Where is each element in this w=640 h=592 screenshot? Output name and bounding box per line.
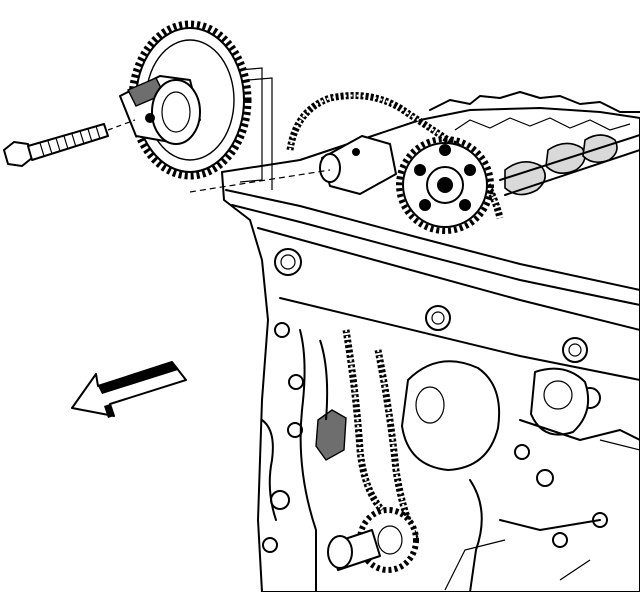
camshaft-phaser-icon — [119, 75, 201, 145]
camshaft-nose-icon — [189, 135, 397, 195]
crankshaft-sprocket-icon — [327, 507, 419, 573]
engine-camshaft-sprocket-icon — [396, 136, 494, 234]
engine-block-icon — [221, 91, 640, 592]
front-of-engine-arrow-icon — [71, 361, 187, 418]
bolt-icon — [3, 119, 136, 167]
